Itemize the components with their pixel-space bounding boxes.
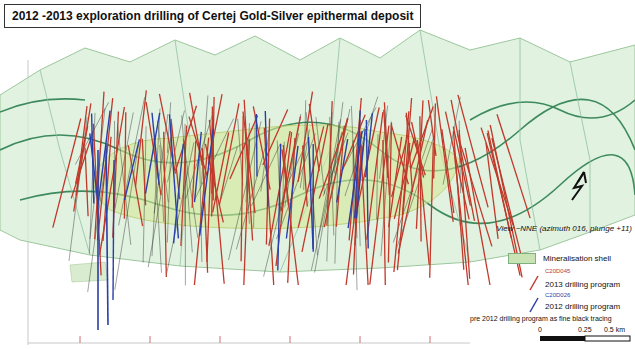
drill-hole xyxy=(241,116,243,261)
drill-hole xyxy=(98,98,113,240)
drill-hole xyxy=(146,102,161,195)
legend-line-red xyxy=(530,276,538,290)
axis-ticks xyxy=(80,336,430,343)
view-note: View ~NNE (azimuth 016, plunge +11) xyxy=(496,224,632,233)
title: 2012 -2013 exploration drilling of Certe… xyxy=(4,4,421,28)
drill-hole xyxy=(397,143,409,270)
drill-hole xyxy=(256,114,258,176)
drill-hole xyxy=(92,113,94,203)
drill-hole xyxy=(367,112,383,240)
drill-hole xyxy=(324,118,347,227)
drill-hole xyxy=(356,129,365,219)
drill-hole xyxy=(195,132,202,202)
drill-hole xyxy=(434,104,436,179)
drill-hole xyxy=(170,114,179,238)
drill-hole xyxy=(286,146,298,239)
drill-hole xyxy=(219,103,239,205)
drill-hole xyxy=(194,138,208,285)
terrain-mesh xyxy=(40,30,590,272)
drill-hole xyxy=(98,111,110,204)
drill-hole xyxy=(309,137,314,249)
drill-hole xyxy=(142,139,145,206)
legend-line-blue xyxy=(530,298,538,312)
drill-hole xyxy=(436,96,453,221)
drill-hole xyxy=(167,142,194,272)
drill-hole xyxy=(97,150,99,330)
drill-hole xyxy=(303,146,308,207)
drill-hole xyxy=(398,120,428,254)
drill-hole xyxy=(164,132,167,277)
drill-hole xyxy=(384,102,389,195)
drill-hole xyxy=(124,112,125,219)
shell-fragment xyxy=(70,262,108,282)
hole-id: C20D026 xyxy=(545,292,570,298)
drill-hole xyxy=(125,139,140,200)
drill-hole xyxy=(113,160,114,300)
drill-hole xyxy=(114,113,133,213)
drill-hole xyxy=(451,100,474,221)
drill-hole xyxy=(200,129,214,236)
drill-hole xyxy=(366,120,368,248)
drill-hole xyxy=(181,126,187,247)
scale-bar xyxy=(540,336,585,341)
legend-text: pre 2012 drilling program as fine black … xyxy=(470,315,612,322)
drill-hole xyxy=(278,144,281,271)
drill-hole xyxy=(265,111,268,207)
drill-hole xyxy=(394,111,409,272)
drill-hole xyxy=(388,123,391,263)
drill-hole xyxy=(497,114,530,218)
legend-text: 2013 drilling program xyxy=(545,280,620,289)
drill-hole xyxy=(446,112,470,220)
drill-hole xyxy=(319,119,348,199)
scale-bar xyxy=(585,336,630,341)
drill-hole xyxy=(230,116,258,180)
drill-hole xyxy=(213,133,229,213)
drill-hole xyxy=(349,98,361,240)
scale-label: 0 xyxy=(538,326,542,333)
drill-hole xyxy=(430,143,434,278)
drill-hole xyxy=(236,148,265,250)
drill-hole xyxy=(115,144,139,289)
hole-id: C20D045 xyxy=(545,268,570,274)
drill-hole xyxy=(85,148,88,217)
legend-text: 2012 drilling program xyxy=(545,302,620,311)
drill-hole xyxy=(69,117,87,261)
drill-hole xyxy=(136,90,147,186)
drill-hole xyxy=(53,119,81,228)
legend-swatch xyxy=(508,253,536,264)
drill-hole xyxy=(337,139,348,202)
drill-hole xyxy=(160,145,164,222)
drill-hole xyxy=(146,113,160,194)
drill-hole xyxy=(205,144,223,223)
drill-hole xyxy=(454,131,464,270)
axis-line xyxy=(28,343,470,344)
drill-hole xyxy=(74,103,91,211)
legend-text: Mineralisation shell xyxy=(543,254,611,263)
scale-label: 0.5 km xyxy=(604,326,625,333)
drill-hole xyxy=(313,144,314,252)
drill-hole xyxy=(377,134,378,219)
drill-hole xyxy=(211,106,213,193)
drill-hole xyxy=(243,112,255,214)
drill-hole xyxy=(370,126,389,285)
drill-hole xyxy=(244,100,250,199)
drill-hole xyxy=(201,95,208,184)
scale-label: 0.25 xyxy=(578,326,592,333)
drill-hole xyxy=(309,104,319,171)
drill-hole xyxy=(416,100,423,229)
drill-holes xyxy=(53,90,530,330)
north-arrow xyxy=(572,172,586,200)
drill-hole xyxy=(143,126,146,262)
drill-hole xyxy=(106,145,108,325)
